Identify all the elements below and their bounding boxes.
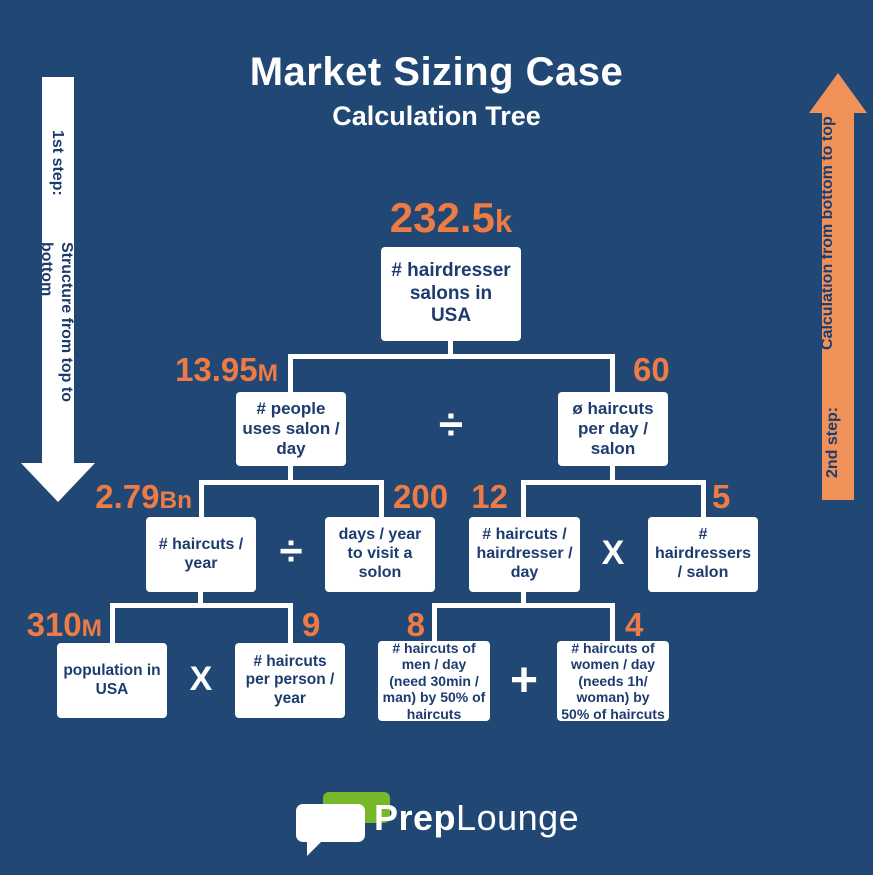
node-people-uses-salon: # people uses salon / day (236, 392, 346, 466)
node-hairdresser-salons-usa: # hairdresser salons in USA (381, 247, 521, 341)
value-number: 5 (712, 478, 731, 515)
up-arrow-head-icon (809, 73, 867, 113)
node-haircuts-year: # haircuts / year (146, 517, 256, 592)
value-number: 9 (302, 606, 321, 643)
value-root: 232.5k (378, 194, 524, 242)
node-label: # hairdressers / salon (654, 526, 752, 581)
node-label: # haircuts / year (158, 535, 244, 572)
operator-multiply-l3: X (601, 534, 625, 572)
connector-l2-right-drop (610, 354, 615, 392)
connector-l3c-drop (521, 480, 526, 517)
value-people-uses-salon: 13.95M (98, 351, 278, 389)
page-subtitle: Calculation Tree (332, 101, 541, 131)
connector-l2-horizontal (288, 354, 615, 359)
down-arrow-head-icon (21, 463, 95, 502)
logo-speech-bubble-white-icon (296, 804, 365, 842)
page-title: Market Sizing Case (249, 50, 624, 94)
value-unit: M (81, 615, 102, 642)
node-haircuts-per-person-year: # haircuts per person / year (235, 643, 345, 718)
value-haircuts-women: 4 (625, 606, 643, 644)
value-number: 8 (406, 606, 425, 643)
node-days-year-visit: days / year to visit a solon (325, 517, 435, 592)
value-population: 310M (22, 606, 102, 644)
logo-wordmark: PrepLounge (374, 797, 579, 839)
connector-l4d-drop (610, 603, 615, 643)
connector-l2-left-drop (288, 354, 293, 392)
value-number: 12 (471, 478, 508, 515)
logo-speech-bubble-white-tail-icon (307, 840, 323, 856)
connector-root-stub (448, 341, 453, 357)
connector-l4b-drop (288, 603, 293, 643)
node-label: # haircuts of men / day (need 30min / ma… (382, 639, 486, 722)
node-label: # people uses salon / day (242, 398, 340, 459)
value-number: 4 (625, 606, 644, 643)
value-root-unit: k (494, 204, 513, 239)
operator-plus-l4: + (509, 654, 539, 707)
up-arrow-shaft (822, 112, 854, 500)
value-number: 200 (393, 478, 449, 515)
value-haircuts-per-person: 9 (302, 606, 320, 644)
value-number: 13.95 (175, 351, 258, 388)
connector-l4c-drop (432, 603, 437, 643)
right-arrow-text: Calculation from bottom to top (819, 116, 836, 350)
connector-l3a-drop (199, 480, 204, 517)
connector-l3-left-stub (288, 466, 293, 483)
connector-l4-right-horizontal (432, 603, 615, 608)
connector-l3d-drop (701, 480, 706, 517)
connector-l4-right-stub (521, 592, 526, 606)
node-haircuts-women-day: # haircuts of women / day (needs 1h/ wom… (557, 639, 669, 722)
node-label: # hairdresser salons in USA (391, 260, 511, 327)
node-label: days / year to visit a solon (338, 526, 422, 581)
left-arrow-text: Structure from top to bottom (38, 242, 75, 402)
node-label: # haircuts per person / year (245, 653, 335, 707)
value-days-year: 200 (393, 478, 448, 516)
connector-l3-right-horizontal (521, 480, 706, 485)
left-arrow-step-label: 1st step: (49, 130, 66, 196)
value-root-number: 232.5 (389, 194, 495, 241)
operator-multiply-l4: X (189, 660, 213, 698)
connector-l4a-drop (110, 603, 115, 643)
node-haircuts-per-day-salon: ø haircuts per day / salon (558, 392, 668, 466)
value-unit: M (257, 360, 278, 387)
node-population-usa: population in USA (57, 643, 167, 718)
value-number: 60 (633, 351, 670, 388)
node-label: ø haircuts per day / salon (572, 398, 654, 459)
value-number: 310 (26, 606, 82, 643)
connector-l3-left-horizontal (199, 480, 384, 485)
operator-divide-l3: ÷ (279, 527, 303, 574)
value-unit: Bn (159, 487, 192, 514)
connector-l4-left-stub (198, 592, 203, 606)
down-arrow-shaft (42, 77, 74, 463)
operator-divide-l2: ÷ (438, 400, 464, 449)
logo-lounge-text: Lounge (456, 797, 580, 838)
node-hairdressers-salon: # hairdressers / salon (648, 517, 758, 592)
value-number: 2.79 (95, 478, 160, 515)
value-haircuts-men: 8 (345, 606, 425, 644)
value-hairdressers-salon: 5 (712, 478, 730, 516)
node-haircuts-men-day: # haircuts of men / day (need 30min / ma… (378, 639, 490, 722)
node-label: population in USA (63, 662, 161, 698)
value-haircuts-hairdresser-day: 12 (408, 478, 508, 516)
connector-l4-left-horizontal (110, 603, 293, 608)
logo-prep-text: Prep (374, 797, 457, 838)
connector-l3b-drop (379, 480, 384, 517)
node-haircuts-hairdresser-day: # haircuts / hairdresser / day (469, 517, 580, 592)
value-haircuts-year: 2.79Bn (42, 478, 192, 516)
node-label: # haircuts of women / day (needs 1h/ wom… (561, 639, 665, 722)
node-label: # haircuts / hairdresser / day (476, 526, 573, 581)
right-arrow-step-label: 2nd step: (824, 406, 841, 478)
connector-l3-right-stub (610, 466, 615, 483)
value-haircuts-per-day-salon: 60 (633, 351, 670, 389)
